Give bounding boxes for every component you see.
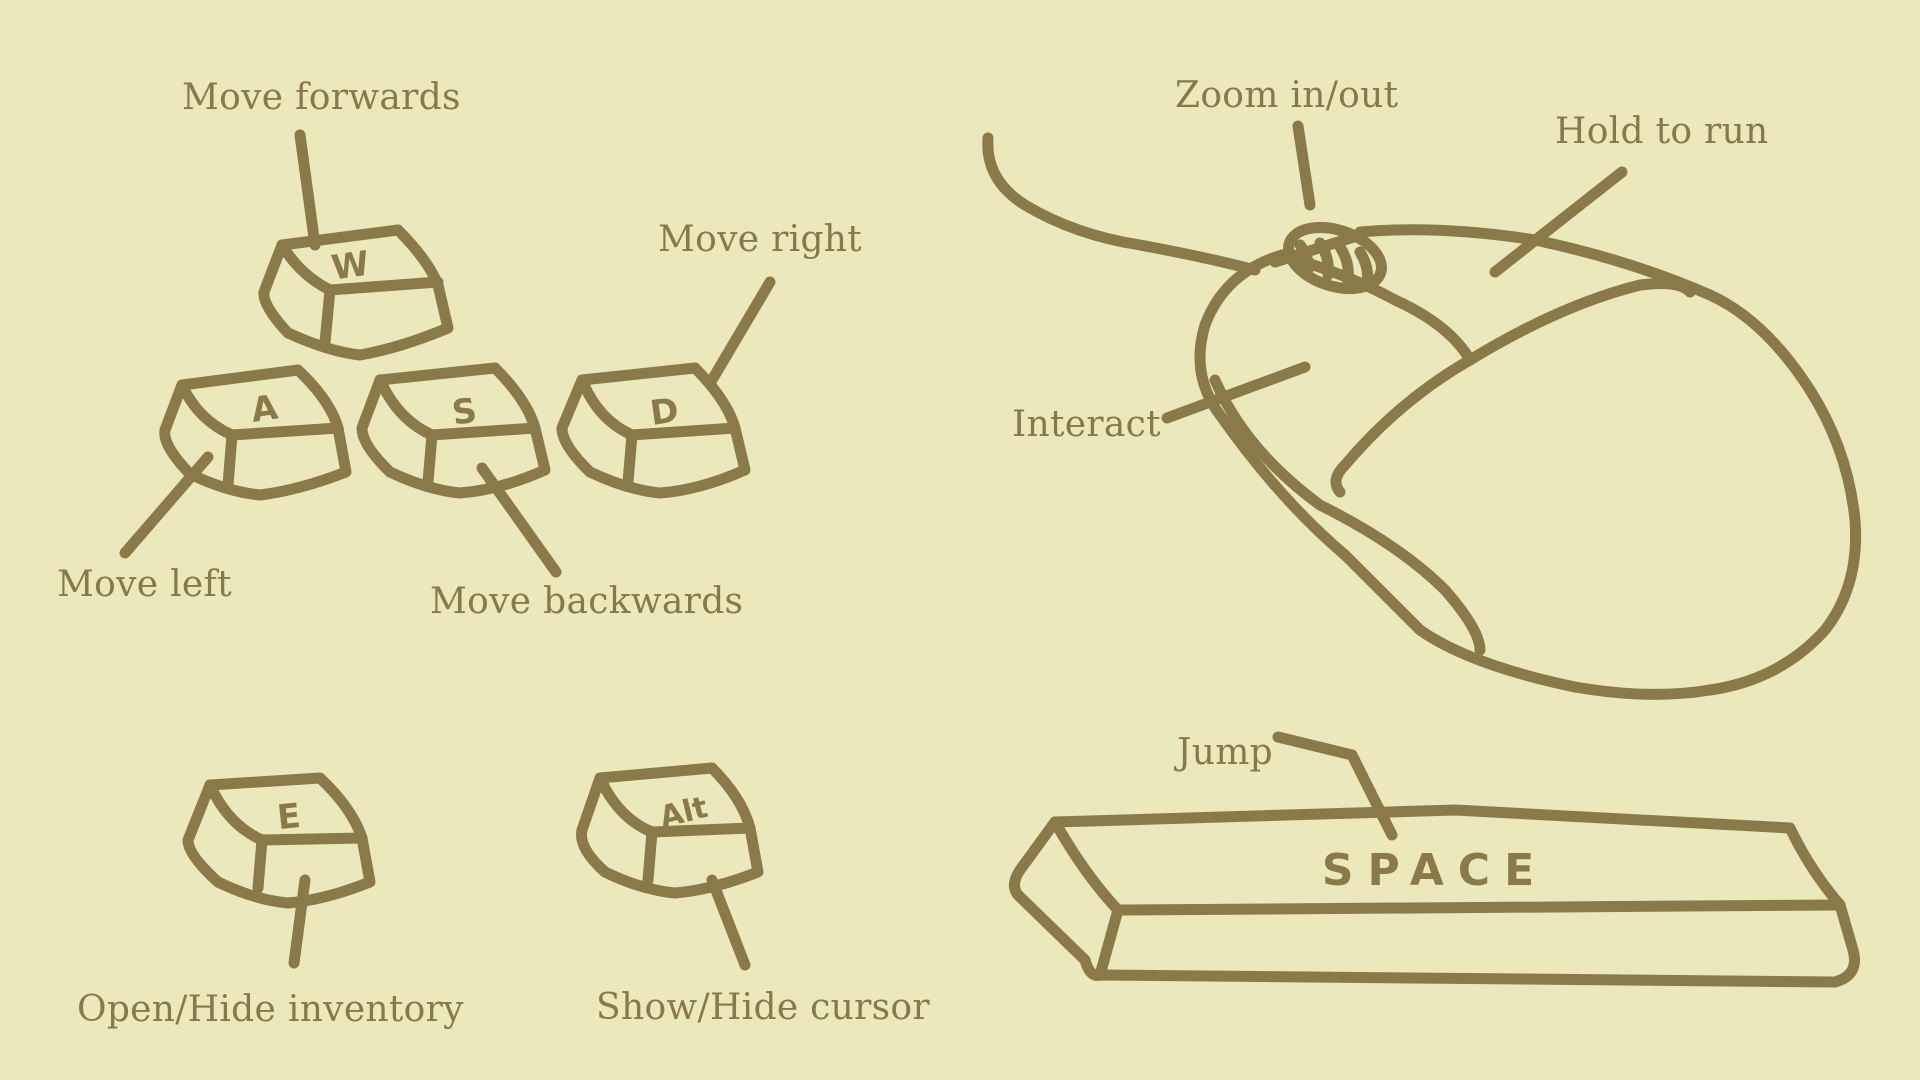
pointer-jump [1272, 731, 1398, 841]
key-d-icon: D [556, 362, 751, 499]
key-w-icon: W [258, 224, 454, 361]
key-d-letter: D [648, 390, 682, 434]
key-s-icon: S [356, 362, 551, 499]
mouse-side-edge [1209, 374, 1486, 656]
label-move-right: Move right [658, 219, 863, 260]
label-show-hide-cursor: Show/Hide cursor [596, 987, 930, 1028]
spacebar-icon: SPACE [1009, 804, 1860, 988]
mouse-left-button-line [1276, 249, 1476, 366]
key-e-icon: E [182, 772, 376, 909]
mouse-right-curve [1330, 354, 1476, 498]
key-e-letter: E [275, 796, 302, 838]
pointer-zoom [1292, 120, 1316, 211]
pointer-cursor [706, 874, 751, 971]
mouse-icon [982, 132, 1862, 700]
label-jump: Jump [1177, 732, 1273, 773]
label-hold-to-run: Hold to run [1555, 111, 1769, 152]
key-w-letter: W [329, 244, 372, 289]
mouse-center-line [1464, 278, 1696, 366]
mouse-body [1194, 224, 1862, 700]
pointer-move-left [119, 451, 214, 559]
pointer-move-backwards [476, 462, 562, 578]
key-alt-icon: Alt [576, 762, 764, 899]
key-space-letter: SPACE [1322, 845, 1548, 896]
pointer-interact [1161, 361, 1311, 424]
label-move-backwards: Move backwards [430, 581, 744, 622]
label-interact: Interact [1012, 404, 1161, 445]
label-zoom: Zoom in/out [1175, 75, 1399, 116]
label-move-forwards: Move forwards [182, 77, 461, 118]
pointer-move-right [706, 276, 776, 386]
scroll-wheel-icon [1283, 222, 1387, 294]
key-a-icon: A [159, 364, 352, 501]
mouse-cable [982, 132, 1261, 276]
pointer-inventory [288, 874, 311, 969]
key-a-letter: A [249, 387, 281, 430]
pointer-hold-to-run [1489, 166, 1628, 278]
label-move-left: Move left [57, 564, 232, 605]
pointer-move-forwards [294, 129, 321, 251]
key-s-letter: S [450, 391, 480, 434]
label-open-hide-inventory: Open/Hide inventory [77, 989, 464, 1030]
